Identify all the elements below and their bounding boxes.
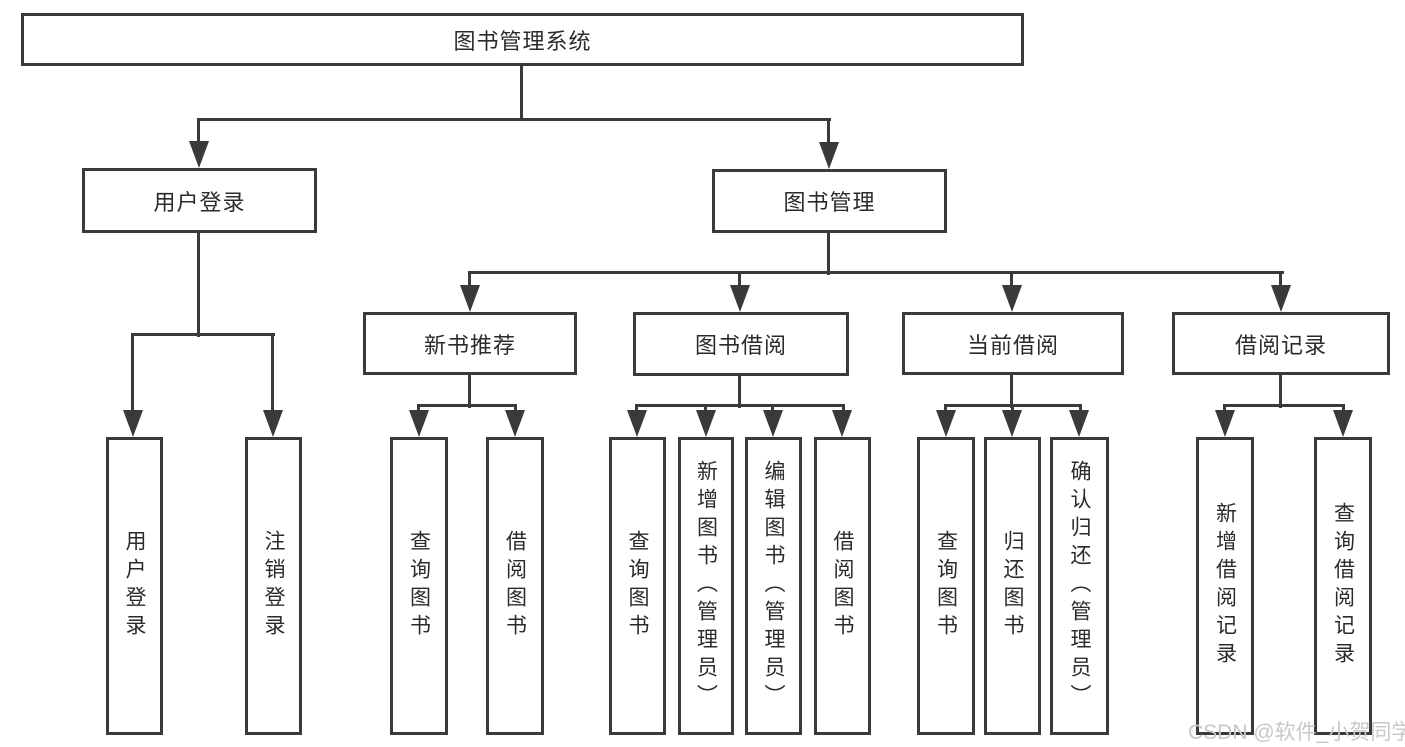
leaf-return-books-label: 归还图书 bbox=[1001, 530, 1024, 642]
arrowhead-down bbox=[832, 410, 852, 437]
node-book-borrowing-label: 图书借阅 bbox=[694, 333, 787, 358]
arrowhead-down bbox=[763, 410, 783, 437]
connector-line bbox=[468, 375, 471, 408]
arrowhead-down bbox=[189, 141, 209, 168]
leaf-edit-books-admin-label: 编辑图书（管理员） bbox=[762, 460, 785, 712]
leaf-query-books-recommend-label: 查询图书 bbox=[407, 530, 431, 642]
leaf-add-books-admin: 新增图书（管理员） bbox=[678, 437, 734, 735]
connector-line bbox=[1279, 375, 1282, 408]
connector-line bbox=[468, 271, 1284, 274]
leaf-borrow-books-recommend-label: 借阅图书 bbox=[503, 530, 527, 642]
leaf-query-books-recommend: 查询图书 bbox=[390, 437, 448, 735]
node-current-borrowing: 当前借阅 bbox=[902, 312, 1124, 375]
connector-line bbox=[271, 333, 274, 413]
connector-line bbox=[1010, 375, 1013, 408]
connector-line bbox=[131, 333, 134, 413]
connector-line bbox=[520, 66, 523, 120]
node-current-borrowing-label: 当前借阅 bbox=[966, 332, 1059, 358]
node-user-login: 用户登录 bbox=[82, 168, 317, 233]
leaf-borrow-books-recommend: 借阅图书 bbox=[486, 437, 544, 735]
node-user-login-label: 用户登录 bbox=[153, 189, 246, 215]
connector-line bbox=[842, 404, 845, 414]
leaf-query-books-borrowing-label: 查询图书 bbox=[626, 530, 649, 642]
connector-line bbox=[417, 404, 517, 407]
arrowhead-down bbox=[1215, 410, 1235, 437]
arrowhead-down bbox=[730, 285, 750, 312]
csdn-watermark: CSDN @软件_小贺同学 bbox=[1188, 721, 1405, 744]
leaf-query-books-borrowing: 查询图书 bbox=[609, 437, 666, 735]
arrowhead-down bbox=[409, 410, 429, 437]
node-borrow-records: 借阅记录 bbox=[1172, 312, 1390, 375]
connector-line bbox=[1279, 271, 1282, 287]
leaf-query-borrow-record: 查询借阅记录 bbox=[1314, 437, 1372, 735]
leaf-borrow-books-label: 借阅图书 bbox=[831, 530, 854, 642]
arrowhead-down bbox=[505, 410, 525, 437]
connector-line bbox=[468, 271, 471, 287]
arrowhead-down bbox=[460, 285, 480, 312]
arrowhead-down bbox=[627, 410, 647, 437]
connector-line bbox=[1223, 404, 1226, 414]
connector-line bbox=[704, 404, 707, 414]
connector-line bbox=[738, 271, 741, 287]
arrowhead-down bbox=[1002, 410, 1022, 437]
connector-line bbox=[771, 404, 774, 414]
connector-line bbox=[131, 333, 275, 336]
connector-line bbox=[417, 404, 420, 414]
leaf-query-borrow-record-label: 查询借阅记录 bbox=[1331, 502, 1355, 670]
leaf-user-login-label: 用户登录 bbox=[123, 530, 146, 642]
connector-line bbox=[944, 404, 947, 414]
node-book-borrowing: 图书借阅 bbox=[633, 312, 849, 376]
arrowhead-down bbox=[1002, 285, 1022, 312]
connector-line bbox=[1011, 404, 1014, 414]
connector-line bbox=[1010, 271, 1013, 287]
connector-line bbox=[1223, 404, 1345, 407]
connector-line bbox=[827, 233, 830, 275]
connector-line bbox=[197, 118, 831, 121]
connector-line bbox=[635, 404, 638, 414]
leaf-query-books-current-label: 查询图书 bbox=[934, 530, 958, 642]
node-new-book-recommend: 新书推荐 bbox=[363, 312, 577, 375]
connector-line bbox=[738, 376, 741, 408]
connector-line bbox=[635, 404, 845, 407]
connector-line bbox=[197, 118, 200, 144]
leaf-confirm-return-admin-label: 确认归还（管理员） bbox=[1068, 460, 1091, 712]
node-borrow-records-label: 借阅记录 bbox=[1234, 332, 1327, 358]
arrowhead-down bbox=[1271, 285, 1291, 312]
node-library-system: 图书管理系统 bbox=[21, 13, 1024, 66]
connector-line bbox=[1079, 404, 1082, 414]
leaf-edit-books-admin: 编辑图书（管理员） bbox=[745, 437, 802, 735]
leaf-add-books-admin-label: 新增图书（管理员） bbox=[694, 460, 718, 712]
node-book-management-label: 图书管理 bbox=[783, 190, 876, 215]
arrowhead-down bbox=[263, 410, 283, 437]
arrowhead-down bbox=[1333, 410, 1353, 437]
arrowhead-down bbox=[936, 410, 956, 437]
arrowhead-down bbox=[819, 142, 839, 169]
leaf-logout-label: 注销登录 bbox=[262, 530, 285, 642]
node-library-system-label: 图书管理系统 bbox=[453, 28, 592, 54]
connector-line bbox=[1342, 404, 1345, 414]
arrowhead-down bbox=[696, 410, 716, 437]
connector-line bbox=[827, 118, 830, 144]
node-new-book-recommend-label: 新书推荐 bbox=[423, 332, 516, 358]
leaf-logout: 注销登录 bbox=[245, 437, 302, 735]
connector-line bbox=[514, 404, 517, 414]
node-book-management: 图书管理 bbox=[712, 169, 947, 233]
leaf-user-login: 用户登录 bbox=[106, 437, 163, 735]
arrowhead-down bbox=[1069, 410, 1089, 437]
arrowhead-down bbox=[123, 410, 143, 437]
leaf-return-books: 归还图书 bbox=[984, 437, 1041, 735]
leaf-borrow-books: 借阅图书 bbox=[814, 437, 871, 735]
leaf-add-borrow-record-label: 新增借阅记录 bbox=[1213, 502, 1237, 670]
leaf-add-borrow-record: 新增借阅记录 bbox=[1196, 437, 1254, 735]
leaf-query-books-current: 查询图书 bbox=[917, 437, 975, 735]
leaf-confirm-return-admin: 确认归还（管理员） bbox=[1050, 437, 1109, 735]
connector-line bbox=[197, 233, 200, 337]
